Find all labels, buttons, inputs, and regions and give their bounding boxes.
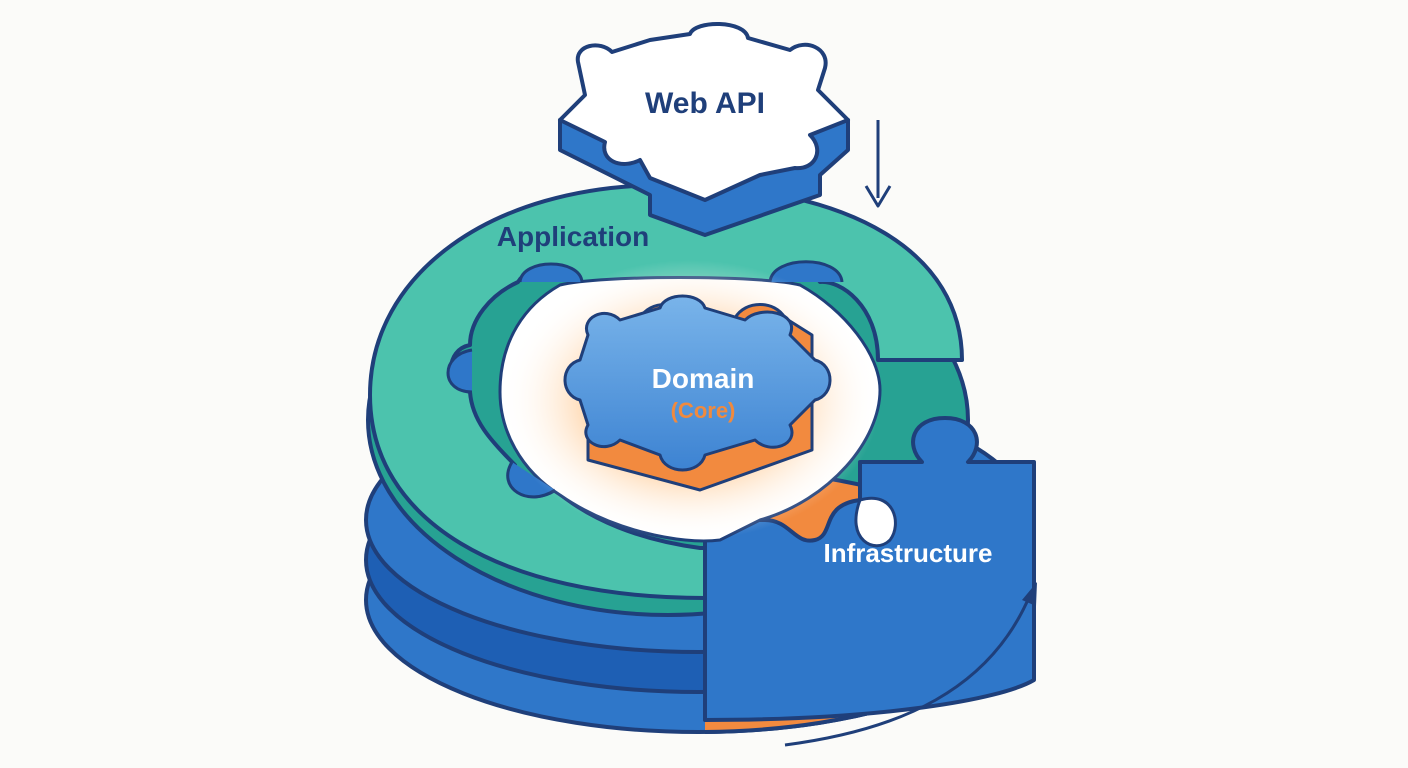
application-top [368, 183, 964, 600]
domain-sublabel: (Core) [671, 398, 736, 423]
application-knob-left [446, 348, 473, 394]
infrastructure-label: Infrastructure [823, 538, 992, 568]
infrastructure-notch [854, 496, 897, 548]
web-api-label: Web API [645, 87, 765, 120]
application-knob-top-left [518, 262, 584, 283]
web-api-top [558, 22, 850, 202]
web-api-piece [558, 22, 850, 237]
domain-label: Domain [652, 363, 755, 394]
domain-core [500, 260, 880, 540]
domain-top [563, 294, 832, 472]
infrastructure-curved-arrow [784, 582, 1037, 747]
application-label: Application [497, 221, 649, 252]
infrastructure-top [703, 416, 1036, 722]
web-api-down-arrow [864, 120, 892, 208]
